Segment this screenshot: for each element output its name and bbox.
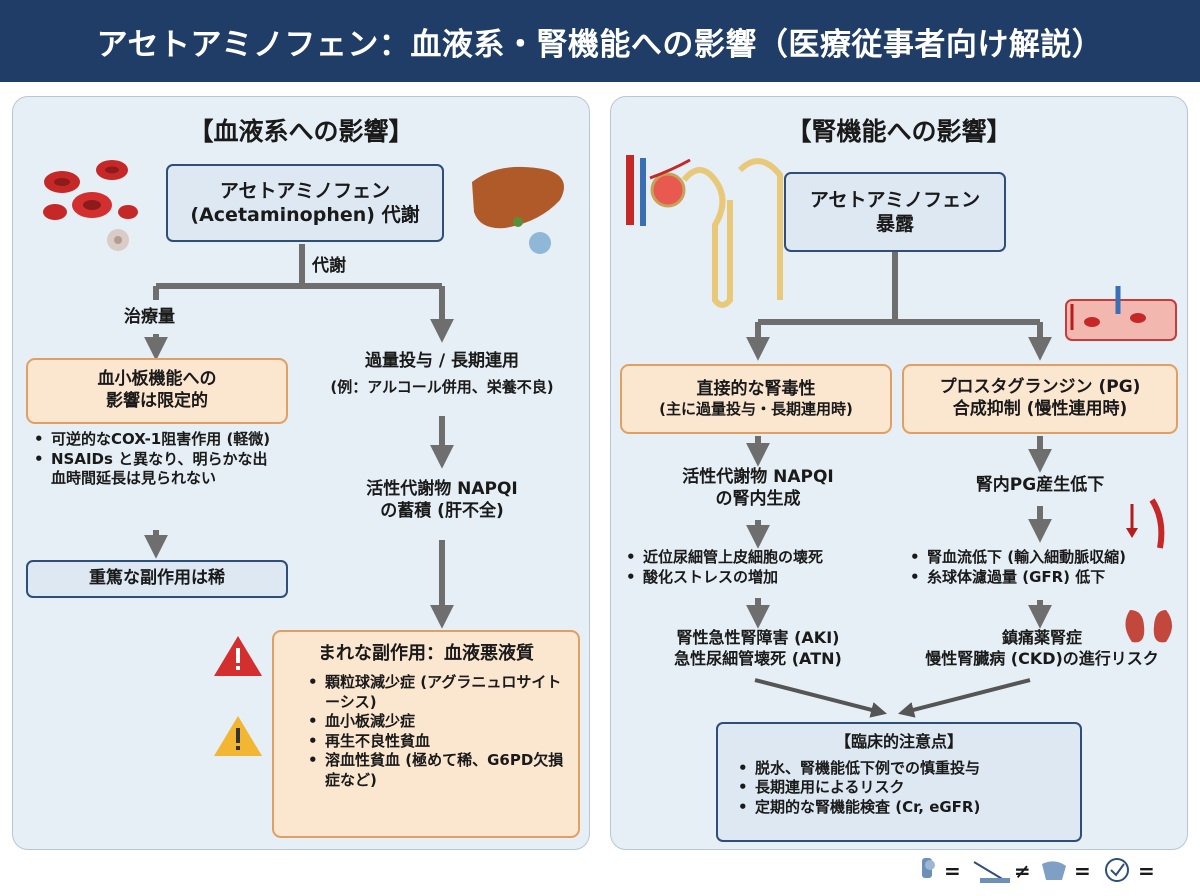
legend-symbol: ≠ <box>1014 859 1031 883</box>
liver-icon <box>472 166 564 254</box>
box-line: プロスタグランジン (PG) <box>939 377 1141 398</box>
napqi-accumulation-text: 活性代謝物 NAPQI の蓄積 (肝不全) <box>310 478 574 522</box>
list-item: 近位尿細管上皮細胞の壊死 <box>626 548 896 568</box>
box-line: (Acetaminophen) 代謝 <box>190 204 420 226</box>
overdose-label: 過量投与 / 長期連用 <box>364 351 520 371</box>
text-line: 急性尿細管壊死 (ATN) <box>674 648 842 668</box>
list-item: 再生不良性貧血 <box>308 732 566 752</box>
text-line: の腎内生成 <box>715 489 801 510</box>
rare-side-effects-list: 顆粒球減少症 (アグラニュロサイトーシス) 血小板減少症 再生不良性貧血 溶血性… <box>286 673 566 790</box>
ckd-risk-text: 鎮痛薬腎症 慢性腎臓病 (CKD)の進行リスク <box>904 628 1180 670</box>
list-item: 脱水、腎機能低下例での慎重投与 <box>738 759 1066 779</box>
clinical-notes-list: 脱水、腎機能低下例での慎重投与 長期連用によるリスク 定期的な腎機能検査 (Cr… <box>732 759 1066 818</box>
text-line: 活性代謝物 NAPQI <box>366 479 518 499</box>
clinical-notes-title: 【臨床的注意点】 <box>834 732 963 751</box>
clinical-notes-box: 【臨床的注意点】 脱水、腎機能低下例での慎重投与 長期連用によるリスク 定期的な… <box>716 722 1082 842</box>
acetaminophen-exposure-box: アセトアミノフェン 暴露 <box>784 172 1006 252</box>
text-line: 活性代謝物 NAPQI <box>682 467 834 487</box>
legend-liver-icon <box>1042 861 1066 880</box>
list-item: 酸化ストレスの増加 <box>626 568 896 588</box>
arrow-ckd-to-clinical <box>898 678 1031 718</box>
blood-cells-icon <box>43 160 138 251</box>
renal-pg-decrease-text: 腎内PG産生低下 <box>975 475 1105 495</box>
list-item: 血小板減少症 <box>308 712 566 732</box>
list-item: 腎血流低下 (輸入細動脈収縮) <box>910 548 1180 568</box>
hematology-heading: 【血液系への影響】 <box>188 117 414 146</box>
list-item: 溶血性貧血 (極めて稀、G6PD欠損症など) <box>308 751 566 790</box>
acetaminophen-metabolism-box: アセトアミノフェン (Acetaminophen) 代謝 <box>166 164 444 242</box>
box-line: 直接的な腎毒性 <box>696 378 816 399</box>
box-line: 血小板機能への <box>97 369 217 390</box>
box-line: アセトアミノフェン <box>219 179 391 202</box>
legend-symbol: = <box>944 859 961 883</box>
direct-toxicity-bullets: 近位尿細管上皮細胞の壊死 酸化ストレスの増加 <box>626 548 896 587</box>
list-item: NSAIDs と異なり、明らかな出血時間延長は見られない <box>34 450 276 489</box>
blood-vessel-icon <box>1065 286 1177 341</box>
direct-nephrotoxicity-box: 直接的な腎毒性 (主に過量投与・長期連用時) <box>620 364 892 434</box>
vasoconstriction-icon <box>1126 498 1165 549</box>
box-line: (主に過量投与・長期連用時) <box>659 400 853 419</box>
list-item: 定期的な腎機能検査 (Cr, eGFR) <box>738 798 1066 818</box>
page-title: アセトアミノフェン：血液系・腎機能への影響（医療従事者向け解説） <box>96 26 1104 63</box>
list-item: 顆粒球減少症 (アグラニュロサイトーシス) <box>308 673 566 712</box>
legend-check-icon <box>1105 858 1129 882</box>
list-item: 可逆的なCOX-1阻害作用 (軽微) <box>34 430 276 450</box>
platelet-function-box: 血小板機能への 影響は限定的 <box>26 358 288 424</box>
box-line: アセトアミノフェン <box>809 188 981 211</box>
kidneys-icon <box>1125 610 1172 643</box>
legend-pills-icon <box>922 858 935 878</box>
overdose-example: (例：アルコール併用、栄養不良) <box>330 378 554 396</box>
title-banner: アセトアミノフェン：血液系・腎機能への影響（医療従事者向け解説） <box>0 0 1200 82</box>
box-line: 影響は限定的 <box>106 391 208 411</box>
renal-napqi-text: 活性代謝物 NAPQI の腎内生成 <box>640 466 876 510</box>
box-line: 合成抑制 (慢性連用時) <box>952 399 1128 419</box>
pg-effect-bullets: 腎血流低下 (輸入細動脈収縮) 糸球体濾過量 (GFR) 低下 <box>910 548 1180 587</box>
list-item: 長期連用によるリスク <box>738 778 1066 798</box>
therapeutic-dose-label: 治療量 <box>124 307 175 327</box>
rare-side-effects-box: まれな副作用：血液悪液質 顆粒球減少症 (アグラニュロサイトーシス) 血小板減少… <box>272 630 580 838</box>
arrow-aki-to-clinical <box>754 678 887 718</box>
platelet-bullet-list: 可逆的なCOX-1阻害作用 (軽微) NSAIDs と異なり、明らかな出血時間延… <box>34 430 276 489</box>
legend-syringe-icon <box>973 861 1010 883</box>
text-line: 鎮痛薬腎症 <box>1001 628 1082 647</box>
pg-synthesis-inhibition-box: プロスタグランジン (PG) 合成抑制 (慢性連用時) <box>902 364 1178 434</box>
nephron-icon <box>626 155 783 308</box>
renal-heading: 【腎機能への影響】 <box>786 117 1012 146</box>
text-line: 腎性急性腎障害 (AKI) <box>676 628 840 647</box>
aki-atn-text: 腎性急性腎障害 (AKI) 急性尿細管壊死 (ATN) <box>630 628 886 670</box>
legend-symbol: = <box>1074 859 1091 883</box>
legend-symbol: = <box>1138 859 1155 883</box>
caution-warning-icon <box>214 716 262 756</box>
danger-warning-icon <box>214 636 262 676</box>
rare-side-effects-title: まれな副作用：血液悪液質 <box>318 643 534 664</box>
box-line: 暴露 <box>875 213 914 235</box>
text-line: の蓄積 (肝不全) <box>380 501 504 522</box>
severe-side-effects-box: 重篤な副作用は稀 <box>26 560 288 598</box>
text-line: 慢性腎臓病 (CKD)の進行リスク <box>925 648 1159 668</box>
list-item: 糸球体濾過量 (GFR) 低下 <box>910 568 1180 588</box>
metabolism-label: 代謝 <box>312 256 346 276</box>
